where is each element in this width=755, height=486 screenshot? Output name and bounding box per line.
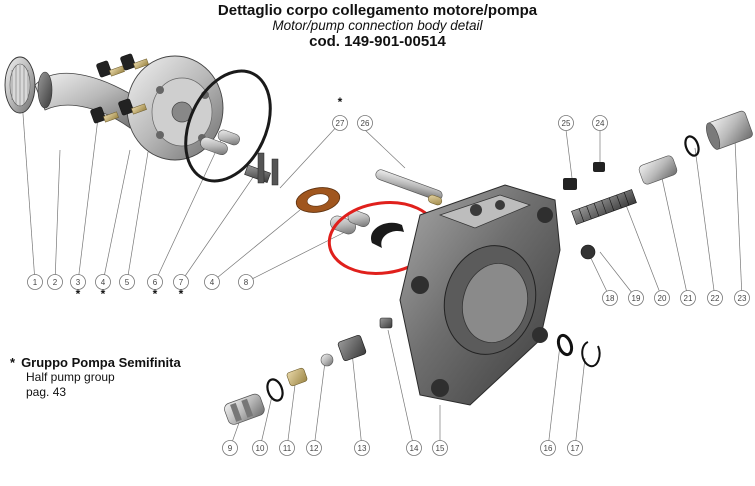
callout-number-26: 26	[361, 119, 370, 128]
callout-circle-13	[354, 440, 370, 456]
callout-circle-12	[306, 440, 322, 456]
callout-circle-3	[70, 274, 86, 290]
callout-number-27: 27	[336, 119, 345, 128]
callout-number-22: 22	[711, 294, 720, 303]
callout-number-13: 13	[358, 444, 367, 453]
piston-cluster	[200, 129, 279, 186]
callout-circle-4	[204, 274, 220, 290]
note-title: Gruppo Pompa Semifinita	[21, 355, 181, 370]
callout-number-14: 14	[410, 444, 419, 453]
callout-number-25: 25	[562, 119, 571, 128]
callout-circle-4	[95, 274, 111, 290]
callout-number-9: 9	[228, 444, 233, 453]
diagram-title-english: Motor/pump connection body detail	[272, 18, 483, 33]
callout-circle-16	[540, 440, 556, 456]
callout-number-11: 11	[283, 444, 292, 453]
diagram-title-italian: Dettaglio corpo collegamento motore/pomp…	[217, 2, 538, 19]
diagram-code: cod. 149-901-00514	[309, 33, 446, 50]
callout-number-17: 17	[571, 444, 580, 453]
callout-number-4: 4	[210, 278, 215, 287]
callout-circle-6	[147, 274, 163, 290]
callout-circle-2	[47, 274, 63, 290]
callout-number-8: 8	[244, 278, 249, 287]
callout-number-20: 20	[658, 294, 667, 303]
callout-number-16: 16	[544, 444, 553, 453]
callout-circle-8	[238, 274, 254, 290]
callout-number-6: 6	[153, 278, 158, 287]
callout-number-5: 5	[125, 278, 130, 287]
star-marker-27: *	[338, 95, 343, 109]
callout-circle-5	[119, 274, 135, 290]
callout-circle-20	[654, 290, 670, 306]
callout-number-7: 7	[179, 278, 184, 287]
callout-circle-15	[432, 440, 448, 456]
callout-number-2: 2	[53, 278, 58, 287]
connecting-rod	[375, 169, 443, 206]
callout-circle-22	[707, 290, 723, 306]
callout-circle-1	[27, 274, 43, 290]
callout-circle-7	[173, 274, 189, 290]
callout-circle-24	[592, 115, 608, 131]
callout-circle-27	[332, 115, 348, 131]
callout-circle-14	[406, 440, 422, 456]
callout-number-1: 1	[33, 278, 38, 287]
callout-number-15: 15	[436, 444, 445, 453]
note-subtitle: Half pump group	[26, 370, 115, 384]
callout-number-23: 23	[738, 294, 747, 303]
starred-markers: * * * * *	[76, 95, 343, 301]
pump-head	[90, 53, 224, 161]
star-marker-4: *	[101, 287, 106, 301]
callout-number-10: 10	[256, 444, 265, 453]
callout-circle-23	[734, 290, 750, 306]
star-marker-6: *	[153, 287, 158, 301]
callout-circle-25	[558, 115, 574, 131]
legend-note: * Gruppo Pompa Semifinita Half pump group…	[10, 355, 181, 400]
callout-circle-26	[357, 115, 373, 131]
callout-circle-10	[252, 440, 268, 456]
large-o-ring	[184, 69, 272, 183]
callout-circle-9	[222, 440, 238, 456]
callout-circle-18	[602, 290, 618, 306]
bottom-parts	[224, 317, 393, 425]
callout-circle-21	[680, 290, 696, 306]
callout-number-18: 18	[606, 294, 615, 303]
callout-number-21: 21	[684, 294, 693, 303]
inlet-filter	[4, 56, 141, 129]
callout-number-4: 4	[101, 278, 106, 287]
callout-number-3: 3	[76, 278, 81, 287]
bottom-right-rings	[556, 333, 601, 368]
note-page: pag. 43	[26, 385, 67, 399]
callout-number-24: 24	[596, 119, 605, 128]
callout-circle-19	[628, 290, 644, 306]
snap-ring	[370, 222, 404, 248]
callout-circle-17	[567, 440, 583, 456]
callout-number-19: 19	[632, 294, 641, 303]
star-marker-3: *	[76, 287, 81, 301]
right-parts	[563, 110, 753, 260]
callout-circle-11	[279, 440, 295, 456]
main-body	[399, 184, 561, 406]
star-marker-7: *	[179, 287, 184, 301]
callout-number-12: 12	[310, 444, 319, 453]
note-asterisk: *	[10, 355, 16, 370]
